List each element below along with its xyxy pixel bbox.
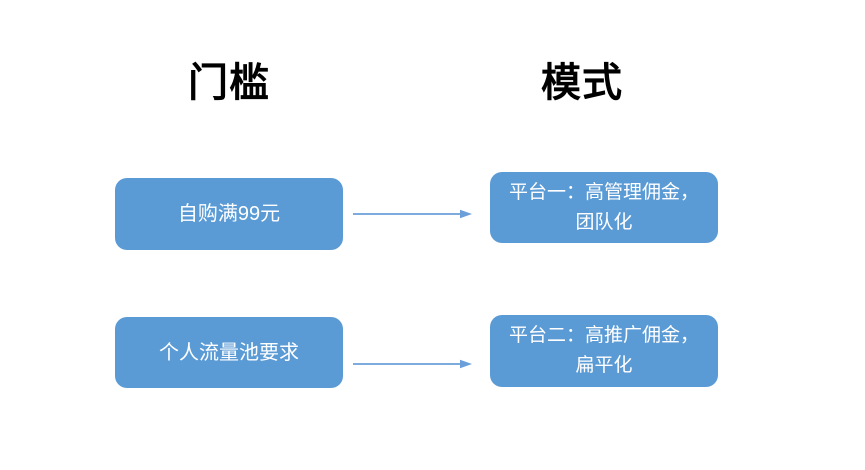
- right-arrow-icon: [353, 209, 472, 219]
- mode-box-2-label-line2: 扁平化: [575, 355, 633, 376]
- mode-box-2: 平台二：高推广佣金， 扁平化: [490, 315, 718, 387]
- threshold-box-2: 个人流量池要求: [115, 317, 343, 388]
- mode-box-2-label-line1: 平台二：高推广佣金，: [508, 325, 699, 346]
- mode-box-1-label-line2: 团队化: [575, 211, 633, 233]
- column-title-mode: 模式: [541, 61, 623, 105]
- threshold-box-1: 自购满99元: [115, 178, 343, 250]
- mode-box-1-label-line1: 平台一：高管理佣金，: [508, 181, 699, 203]
- threshold-box-2-label: 个人流量池要求: [159, 341, 299, 364]
- right-arrow-icon: [353, 359, 472, 369]
- column-title-threshold: 门槛: [188, 61, 270, 105]
- mode-box-1: 平台一：高管理佣金， 团队化: [490, 172, 718, 243]
- threshold-box-1-label: 自购满99元: [177, 203, 281, 225]
